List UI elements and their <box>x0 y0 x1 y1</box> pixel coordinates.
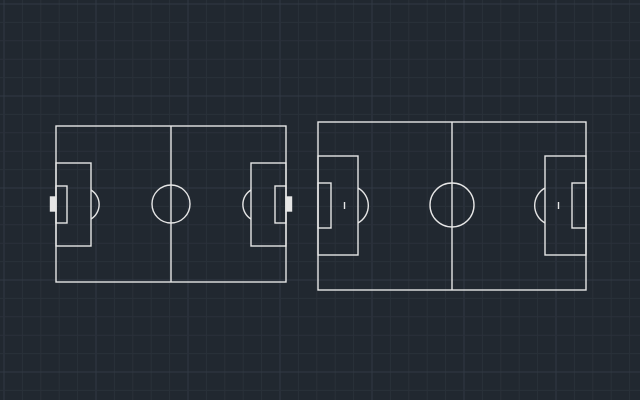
right-goal-area[interactable] <box>571 182 587 229</box>
left-goal-area[interactable] <box>317 182 332 229</box>
right-penalty-box[interactable] <box>544 155 587 256</box>
left-goal-area[interactable] <box>55 185 68 224</box>
soccer-field-1[interactable] <box>49 125 293 283</box>
right-penalty-arc[interactable] <box>533 187 546 224</box>
center-circle[interactable] <box>429 182 475 228</box>
left-goal[interactable] <box>49 196 57 212</box>
right-penalty-arc[interactable] <box>242 189 252 220</box>
center-circle[interactable] <box>151 184 191 224</box>
right-penalty-box[interactable] <box>250 162 287 247</box>
left-penalty-arc[interactable] <box>90 189 100 220</box>
left-penalty-box[interactable] <box>55 162 92 247</box>
right-goal[interactable] <box>285 196 293 212</box>
left-penalty-arc[interactable] <box>357 187 370 224</box>
left-penalty-box[interactable] <box>317 155 359 256</box>
soccer-field-2[interactable] <box>317 121 587 291</box>
